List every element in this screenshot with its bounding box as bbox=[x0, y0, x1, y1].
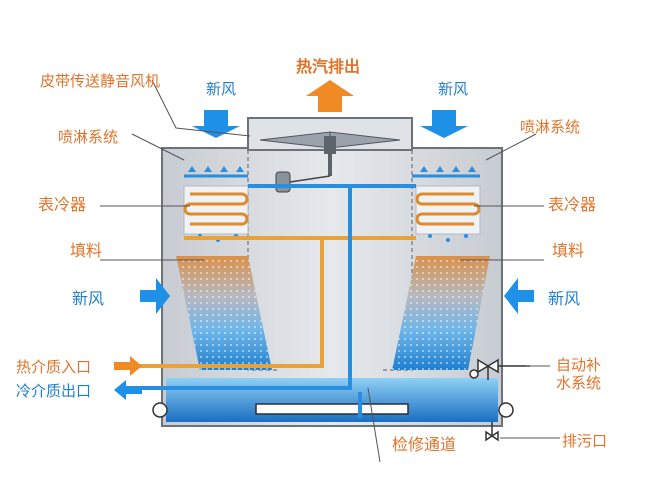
cold-outlet-arrow-icon bbox=[114, 380, 142, 400]
spray-system-right bbox=[412, 166, 480, 178]
fresh-air-arrow-mid-left-icon bbox=[140, 278, 170, 314]
fresh-air-arrow-top-right-icon bbox=[420, 110, 468, 138]
label-fan: 皮带传送静音风机 bbox=[40, 72, 161, 90]
label-drain: 排污口 bbox=[562, 432, 608, 450]
label-fresh-air-mid-right: 新风 bbox=[548, 289, 581, 308]
label-service-passage: 检修通道 bbox=[392, 435, 457, 454]
leader-lines bbox=[100, 79, 560, 463]
pump-right-icon bbox=[498, 402, 514, 418]
label-spray-right: 喷淋系统 bbox=[520, 118, 581, 136]
coil-right bbox=[415, 185, 481, 242]
label-fill-right: 填料 bbox=[552, 241, 585, 260]
label-hot-inlet: 热介质入口 bbox=[16, 358, 92, 376]
exhaust-arrow-icon bbox=[306, 80, 354, 112]
label-cold-outlet: 冷介质出口 bbox=[16, 382, 92, 400]
label-fresh-air-top-left: 新风 bbox=[206, 80, 237, 98]
label-fill-left: 填料 bbox=[70, 241, 103, 260]
label-coil-left: 表冷器 bbox=[38, 195, 87, 214]
label-fresh-air-mid-left: 新风 bbox=[72, 289, 105, 308]
label-coil-right: 表冷器 bbox=[548, 195, 597, 214]
hot-inlet-arrow-icon bbox=[114, 356, 142, 376]
fresh-air-arrow-mid-right-icon bbox=[504, 278, 534, 314]
drain-valve-icon bbox=[485, 422, 499, 442]
label-spray-left: 喷淋系统 bbox=[58, 128, 119, 146]
spray-system-left bbox=[184, 166, 248, 178]
hot-medium-pipe bbox=[136, 236, 416, 368]
label-fresh-air-top-right: 新风 bbox=[438, 80, 469, 98]
water-basin bbox=[166, 378, 498, 422]
label-top-exhaust: 热汽排出 bbox=[296, 57, 361, 76]
fan-icon bbox=[259, 131, 401, 176]
label-makeup-water-1: 自动补 bbox=[556, 356, 602, 374]
cold-medium-pipe bbox=[136, 184, 416, 418]
pump-left-icon bbox=[152, 402, 168, 418]
coil-left bbox=[183, 185, 249, 242]
motor-icon bbox=[275, 171, 291, 193]
label-makeup-water-2: 水系统 bbox=[556, 374, 602, 392]
makeup-valve-icon bbox=[469, 358, 530, 380]
